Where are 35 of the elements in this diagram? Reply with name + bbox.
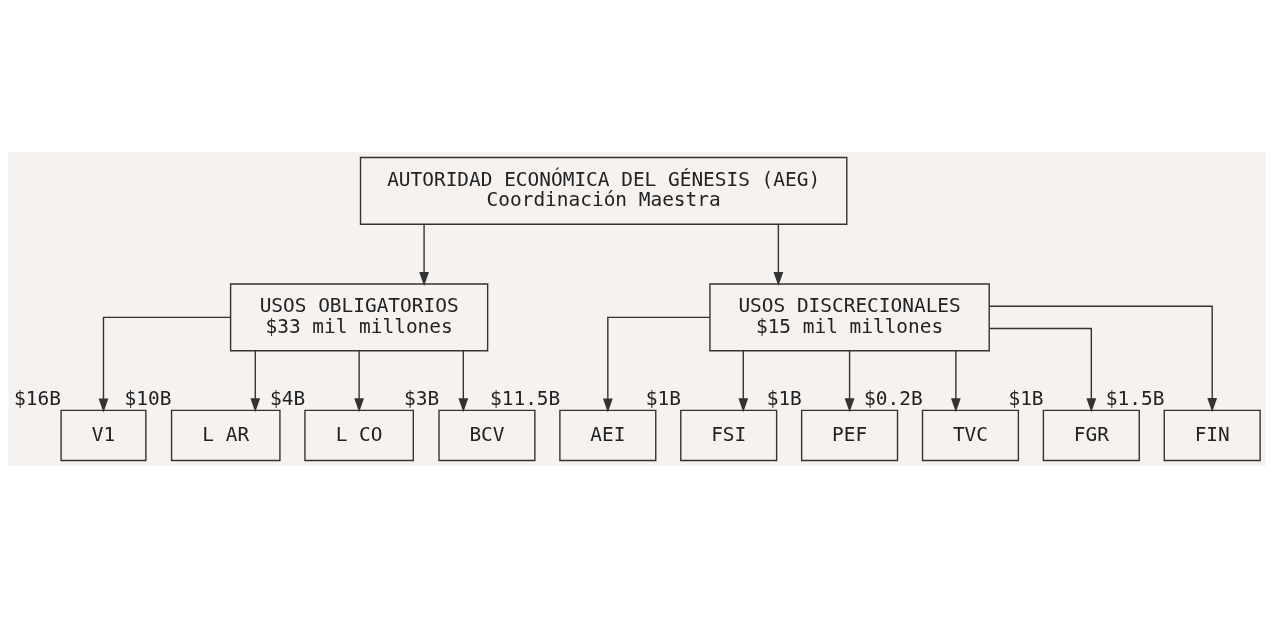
arrow [773, 224, 784, 286]
node-box: TVC [921, 409, 1020, 462]
node-box: USOS OBLIGATORIOS $33 mil millones [229, 283, 489, 352]
arrow [738, 350, 749, 413]
node-label: $11.5B [490, 387, 561, 411]
node-box: L CO [304, 409, 414, 462]
node-box: AUTORIDAD ECONÓMICA DEL GÉNESIS (AEG) Coordinación Maestra [359, 156, 848, 225]
node-label: $1B [766, 387, 802, 411]
node-label: $4B [270, 387, 306, 411]
node-label: $0.2B [864, 387, 923, 411]
node-box: BCV [438, 409, 536, 462]
node-box: FIN [1163, 409, 1261, 462]
node-label: $16B [14, 387, 61, 411]
node-label: $1.5B [1105, 387, 1165, 411]
node-box: V1 [60, 409, 147, 462]
arrow [602, 316, 711, 413]
arrow [988, 327, 1097, 413]
node-box: USOS DISCRECIONALES $15 mil millones [709, 283, 990, 352]
arrow [988, 305, 1218, 412]
node-box: AEI [559, 409, 657, 462]
arrow [354, 350, 364, 413]
node-label: $1B [645, 387, 681, 411]
node-label: $1B [1008, 387, 1044, 411]
arrow [458, 350, 469, 413]
node-box: PEF [800, 409, 899, 462]
node-label: $10B [124, 387, 172, 411]
node-box: FGR [1042, 409, 1140, 462]
node-box: L AR [170, 409, 281, 462]
arrow [951, 350, 961, 413]
arrow [98, 316, 232, 413]
arrow [844, 350, 855, 413]
arrow [250, 350, 261, 413]
arrow [419, 224, 429, 286]
node-box: FSI [680, 409, 778, 462]
node-label: $3B [404, 387, 440, 411]
